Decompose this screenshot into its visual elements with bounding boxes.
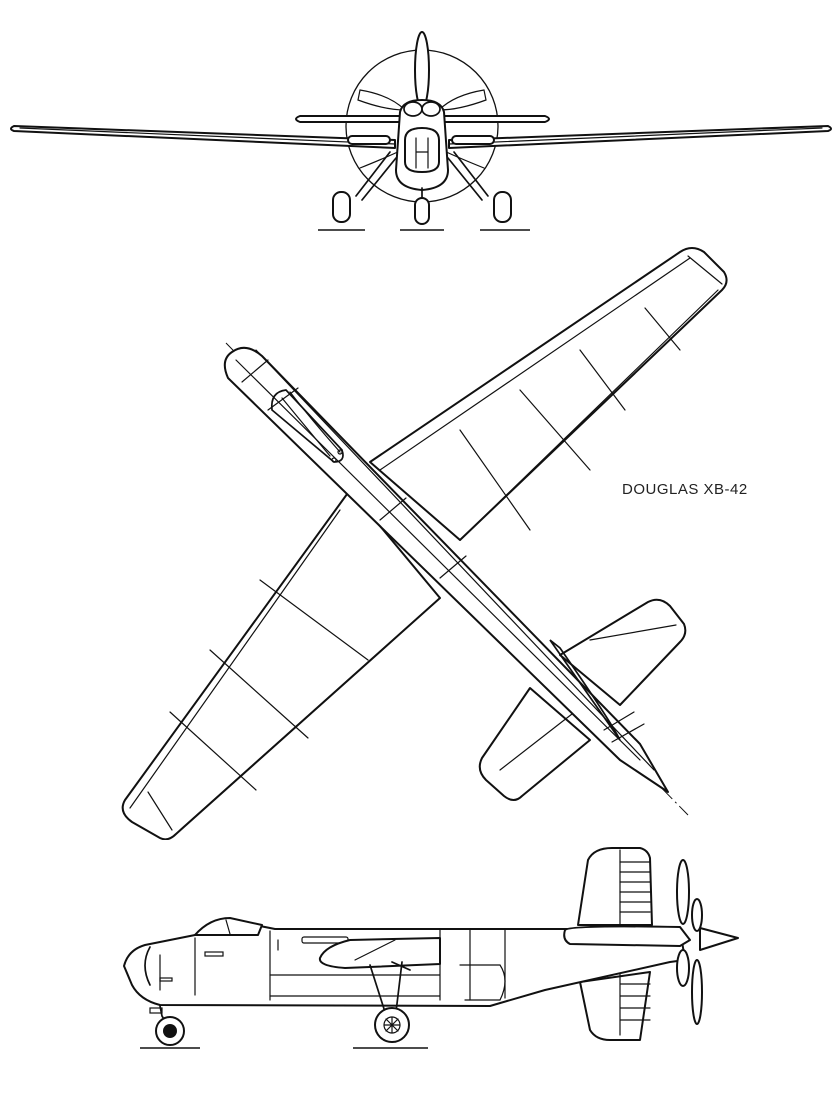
canopy	[270, 389, 344, 463]
front-view	[10, 31, 832, 231]
ventral-fin	[579, 971, 651, 1041]
left-main-wheel-icon	[332, 191, 351, 223]
top-view	[121, 247, 728, 840]
left-wing	[121, 489, 441, 840]
right-wing	[369, 247, 728, 541]
right-main-wheel-icon	[493, 191, 512, 223]
horizontal-tail	[559, 598, 687, 706]
vertical-fin	[577, 847, 653, 926]
contra-propellers-icon	[676, 859, 703, 1025]
horizontal-tail-left	[478, 687, 591, 801]
tail-spinner	[699, 927, 739, 951]
aircraft-title: DOUGLAS XB-42	[622, 481, 748, 498]
canopy-side	[194, 917, 263, 936]
nose-wheel-icon	[414, 197, 430, 225]
